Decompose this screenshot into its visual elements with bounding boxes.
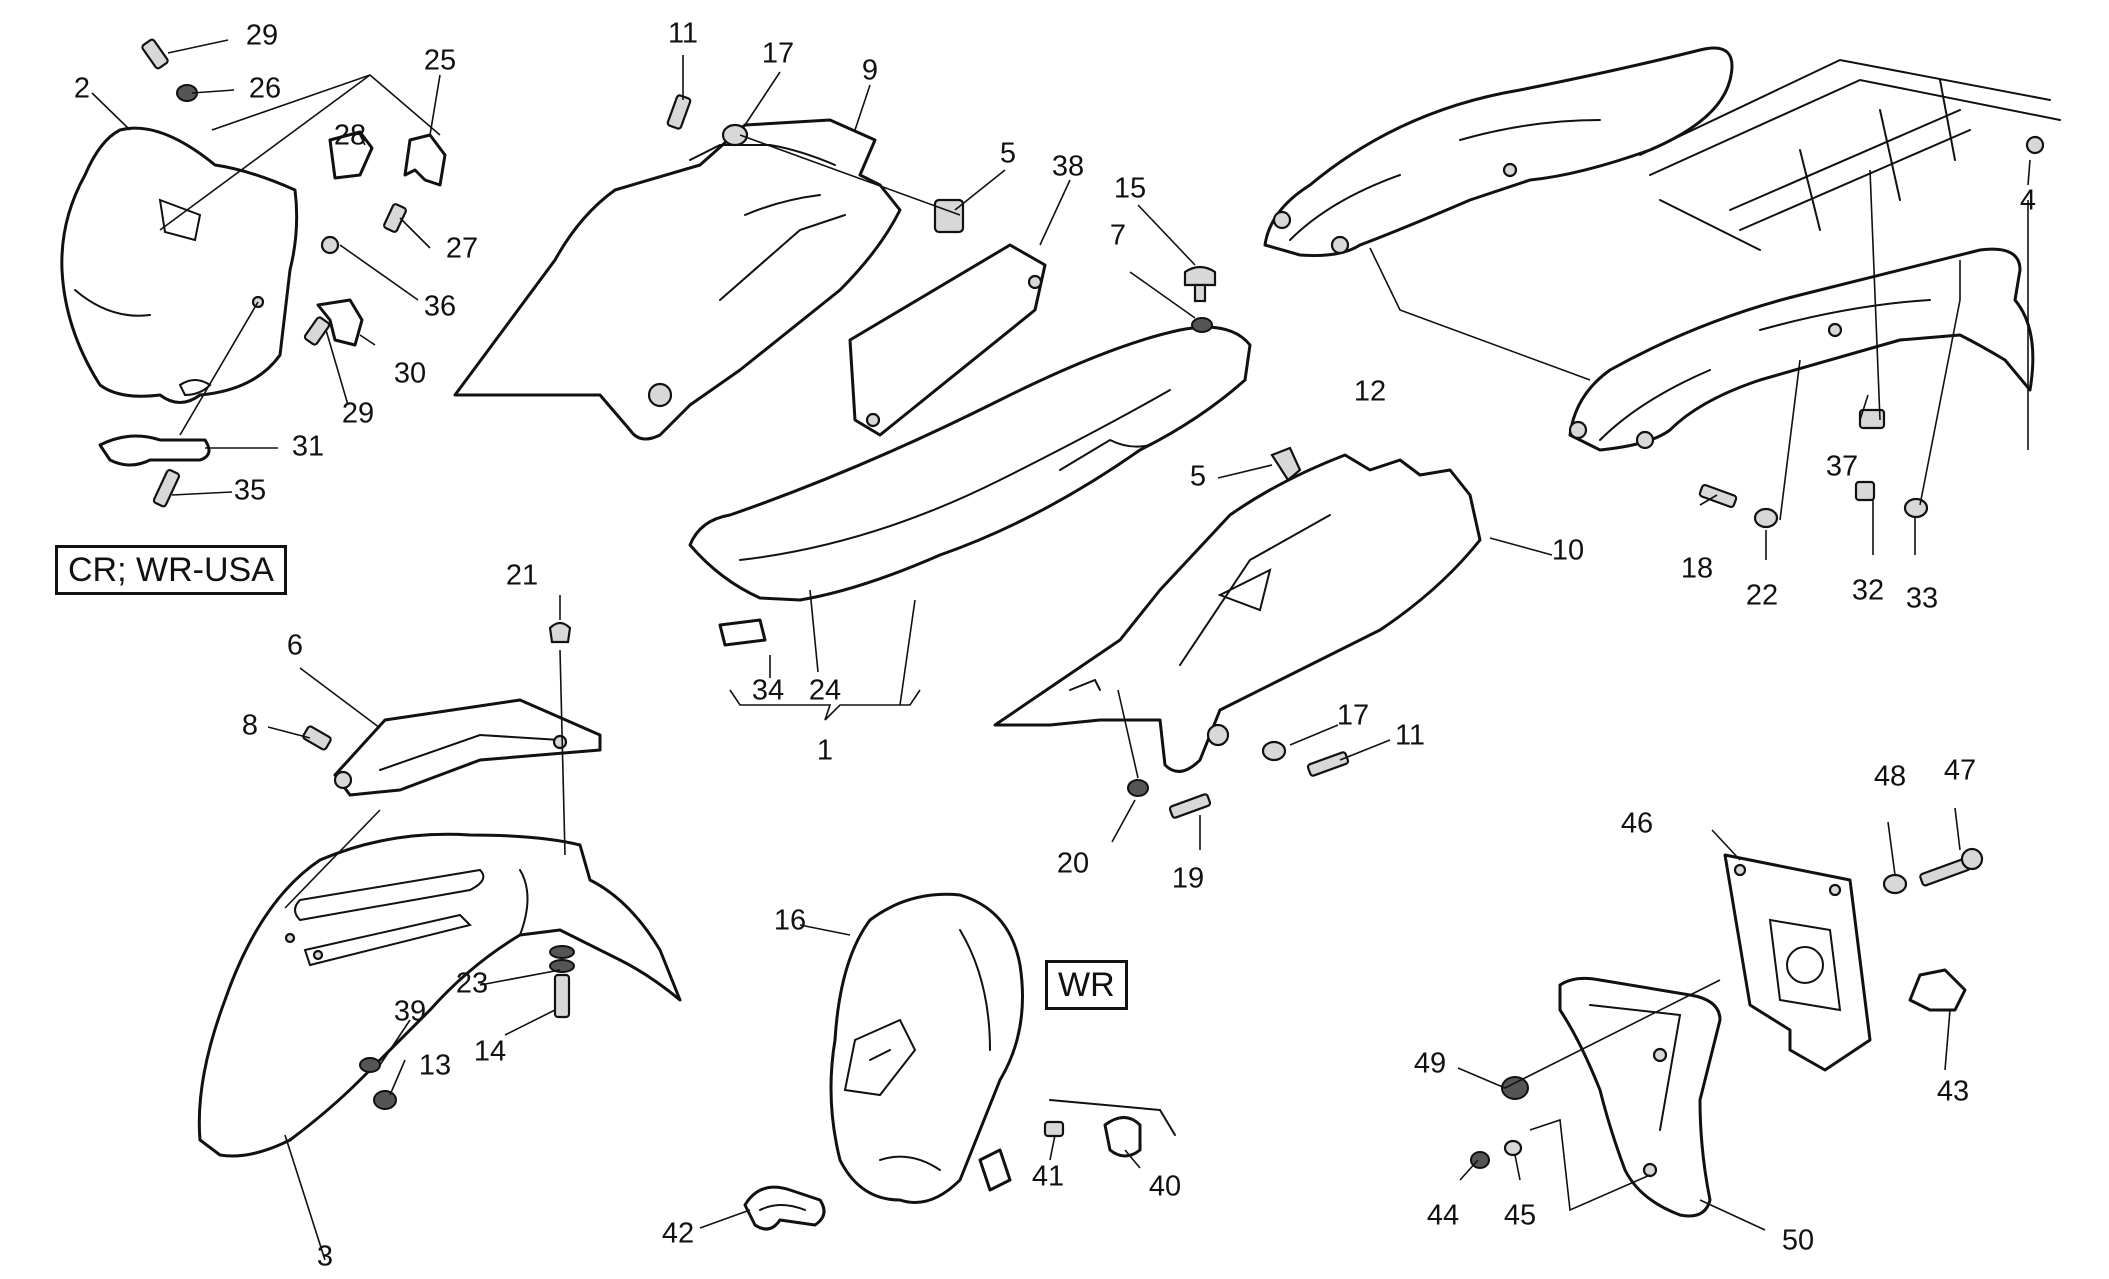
callout-47: 47 — [1944, 755, 1976, 787]
callout-17-top: 17 — [762, 38, 794, 70]
callout-1: 1 — [817, 735, 833, 767]
callout-9: 9 — [862, 55, 878, 87]
callout-50: 50 — [1782, 1225, 1814, 1257]
fasteners-rear — [1698, 408, 1929, 529]
callout-25: 25 — [424, 45, 456, 77]
callout-35: 35 — [234, 475, 266, 507]
left-side-panel — [453, 118, 902, 441]
callout-43: 43 — [1937, 1076, 1969, 1108]
callout-numbers: 29 2 26 25 28 27 36 30 29 31 35 11 17 9 … — [74, 18, 2036, 1273]
front-number-plate — [60, 126, 299, 404]
callout-15: 15 — [1114, 173, 1146, 205]
callout-7: 7 — [1110, 220, 1126, 252]
callout-42: 42 — [662, 1218, 694, 1250]
callout-21: 21 — [506, 560, 538, 592]
front-fender — [197, 832, 682, 1158]
callout-40: 40 — [1149, 1171, 1181, 1203]
side-decal — [848, 243, 1047, 437]
rear-fender-upper — [1263, 46, 1734, 257]
front-fender-bracket — [302, 621, 602, 797]
callout-32: 32 — [1852, 575, 1884, 607]
fasteners-headlight — [743, 1099, 1176, 1231]
callout-8: 8 — [242, 710, 258, 742]
right-side-panel — [993, 453, 1482, 773]
fasteners-panel-10 — [1127, 446, 1350, 819]
callout-31: 31 — [292, 431, 324, 463]
callout-18: 18 — [1681, 553, 1713, 585]
callout-24: 24 — [809, 675, 841, 707]
callout-26: 26 — [249, 73, 281, 105]
rear-subframe — [1639, 58, 2061, 251]
callout-33: 33 — [1906, 583, 1938, 615]
callout-17-bottom: 17 — [1337, 700, 1369, 732]
callout-37: 37 — [1826, 451, 1858, 483]
callout-10: 10 — [1552, 535, 1584, 567]
callout-30: 30 — [394, 358, 426, 390]
callout-39: 39 — [394, 996, 426, 1028]
callout-20: 20 — [1057, 848, 1089, 880]
callout-49: 49 — [1414, 1048, 1446, 1080]
callout-6: 6 — [287, 630, 303, 662]
callout-16: 16 — [774, 905, 806, 937]
rear-mudflap — [1558, 976, 1722, 1218]
seat — [688, 325, 1252, 647]
fasteners-plate — [1882, 847, 1984, 895]
callout-5-top: 5 — [1000, 138, 1016, 170]
callout-45: 45 — [1504, 1200, 1536, 1232]
callout-23: 23 — [456, 968, 488, 1000]
callout-41: 41 — [1032, 1161, 1064, 1193]
rear-fender-lower — [1568, 247, 2035, 452]
license-plate-holder — [1723, 853, 1967, 1072]
callout-22: 22 — [1746, 580, 1778, 612]
fasteners-panel-9 — [666, 94, 965, 234]
callout-48: 48 — [1874, 761, 1906, 793]
callout-27: 27 — [446, 233, 478, 265]
callout-28: 28 — [334, 120, 366, 152]
variant-label-cr-wr-usa: CR; WR-USA — [55, 545, 287, 595]
fasteners-mudflap — [1470, 1076, 1529, 1169]
callout-11-top: 11 — [668, 18, 698, 50]
variant-label-wr: WR — [1045, 960, 1128, 1010]
leader-lines — [91, 39, 2031, 1261]
callout-29-top: 29 — [246, 20, 278, 52]
callout-44: 44 — [1427, 1200, 1459, 1232]
callout-29-bottom: 29 — [342, 398, 374, 430]
callout-4: 4 — [2020, 185, 2036, 217]
fasteners-seat — [1183, 265, 1217, 333]
callout-36: 36 — [424, 291, 456, 323]
callout-5-mid: 5 — [1190, 461, 1206, 493]
callout-34: 34 — [752, 675, 784, 707]
headlight-mask — [829, 892, 1024, 1204]
callout-13: 13 — [419, 1050, 451, 1082]
callout-2: 2 — [74, 73, 90, 105]
callout-11-bottom: 11 — [1395, 720, 1425, 752]
fasteners-upper-left — [98, 38, 447, 508]
callout-19: 19 — [1172, 863, 1204, 895]
callout-46: 46 — [1621, 808, 1653, 840]
callout-3: 3 — [317, 1241, 333, 1273]
callout-12: 12 — [1354, 376, 1386, 408]
fasteners-front-fender — [359, 945, 575, 1110]
callout-14: 14 — [474, 1036, 506, 1068]
callout-38: 38 — [1052, 151, 1084, 183]
